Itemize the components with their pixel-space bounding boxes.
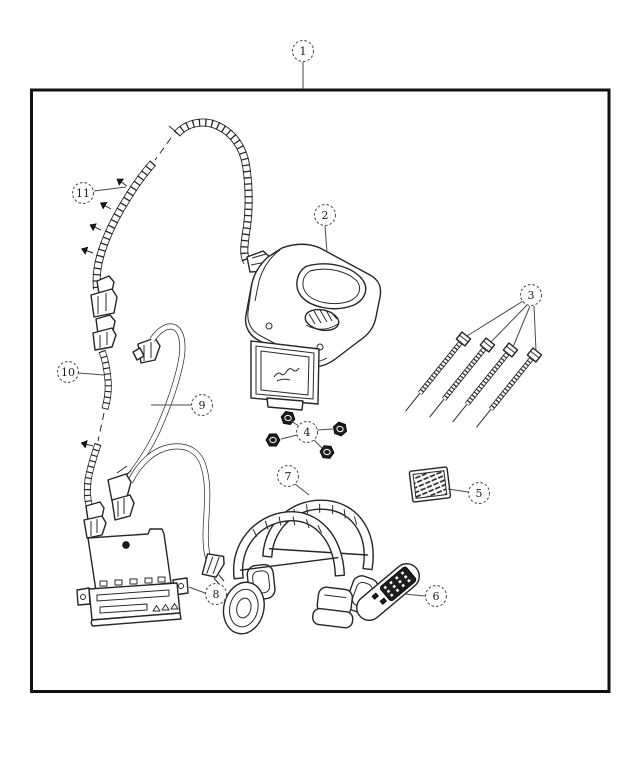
leader-line [324,225,328,253]
leader-line [313,439,323,449]
leader-line [316,428,334,431]
callout-balloon[interactable] [71,181,95,205]
main-wiring-harness-art [81,118,272,318]
callout-number: 2 [322,209,329,222]
leader-line [188,586,206,594]
leader-line [512,305,531,348]
callout-3-cable-ties[interactable]: 3 [466,283,543,352]
callout-balloon[interactable] [424,584,448,608]
mounting-nuts-art [265,410,348,459]
callout-2-overhead-video-console[interactable]: 2 [313,203,337,253]
callout-balloon[interactable] [467,481,491,505]
callout-balloon[interactable] [190,393,214,417]
leader-line [280,434,298,440]
leader-line [403,593,426,597]
leader-line [93,186,127,192]
callout-8-player-module[interactable]: 8 [188,582,228,606]
diagram-art: 1 2 3 4 5 6 7 8 9 10 11 [56,39,543,635]
callout-number: 9 [199,399,206,412]
callout-layer: 1 2 3 4 5 6 7 8 9 10 11 [56,39,543,608]
callout-balloon[interactable] [56,360,80,384]
callout-balloon[interactable] [204,582,228,606]
leader-line [466,300,524,337]
callout-number: 8 [213,588,220,601]
callout-number: 7 [285,470,292,483]
callout-6-remote-control[interactable]: 6 [403,584,448,608]
callout-balloon[interactable] [519,283,543,307]
leader-line [490,304,528,343]
leader-line [447,488,469,493]
callout-number: 5 [476,487,483,500]
callout-number: 3 [528,289,535,302]
leader-line [290,420,300,427]
callout-number: 1 [300,45,307,58]
headphones-art [222,499,379,635]
leader-line [533,305,537,352]
callout-number: 6 [433,590,440,603]
callout-number: 10 [61,366,75,379]
label-pad-art [408,466,452,503]
cable-ties-art [405,331,543,428]
callout-number: 4 [304,426,311,439]
callout-4-mounting-nuts[interactable]: 4 [280,420,334,449]
remote-control-art [356,563,420,621]
jumper-cable-art [107,323,225,585]
callout-balloon[interactable] [291,39,315,63]
callout-10-wiring-jumper-harness[interactable]: 10 [56,360,105,384]
harness-clip-icon [81,178,128,255]
player-module-art [76,528,189,627]
leader-line [294,483,310,496]
callout-balloon[interactable] [313,203,337,227]
callout-9-jumper-cable[interactable]: 9 [151,393,214,417]
callout-1-kit-boundary-box[interactable]: 1 [291,39,315,90]
jumper-harness-art [80,314,117,539]
callout-5-label-pad[interactable]: 5 [447,481,491,505]
overhead-console-art [244,243,382,411]
callout-number: 11 [76,187,90,200]
callout-balloon[interactable] [295,420,319,444]
leader-line [78,372,105,376]
callout-balloon[interactable] [276,464,300,488]
callout-7-wireless-headphones[interactable]: 7 [276,464,310,496]
screen-logo-icon [273,367,300,382]
callout-11-main-wiring-harness[interactable]: 11 [71,181,127,205]
dome-vent-icon [304,308,340,332]
